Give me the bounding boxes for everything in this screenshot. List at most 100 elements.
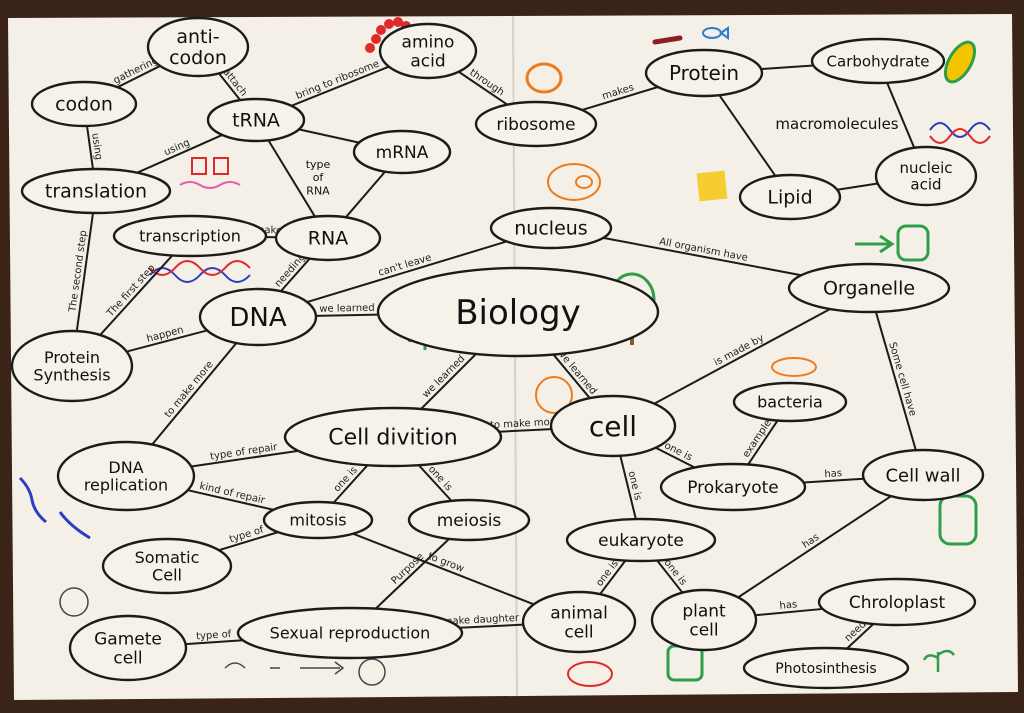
node-label: Biology — [455, 293, 581, 333]
node-outline — [521, 590, 637, 654]
edge-label: has — [824, 468, 842, 480]
node-mrna: mRNA — [352, 129, 452, 175]
node-label: mitosis — [289, 511, 346, 530]
edge-organelle-cell_wall — [874, 311, 917, 451]
ribosome-doodle-icon — [525, 62, 563, 94]
node-outline — [407, 498, 531, 542]
edge-sexual_reproduction-animal_cell — [459, 623, 524, 629]
node-label: transcription — [139, 227, 241, 246]
edge-cell_division-cell — [499, 428, 552, 433]
node-outline — [262, 500, 374, 540]
edge-eukaryote-animal_cell — [599, 559, 627, 595]
node-label: Lipid — [767, 187, 812, 209]
node-outline — [236, 606, 464, 660]
node-outline — [352, 129, 452, 175]
node-outline — [56, 440, 196, 512]
edge-cell_division-dna_replication — [191, 449, 299, 468]
node-mitosis: mitosis — [262, 500, 374, 540]
chloroplast-icon — [896, 224, 930, 262]
edge-rna-dna — [280, 257, 311, 292]
node-label: RNA — [308, 228, 348, 250]
node-label: Cell divition — [328, 426, 457, 451]
edge-label: make daughter cell — [442, 612, 539, 628]
node-bacteria: bacteria — [732, 381, 848, 423]
node-ribosome: ribosome — [474, 100, 598, 148]
nucleus-dot-icon — [575, 175, 593, 189]
edge-protein-lipid — [718, 94, 777, 177]
node-cell: cell — [549, 394, 677, 458]
edge-biology-cell_division — [420, 353, 477, 410]
edges-layer — [75, 64, 917, 650]
node-outline — [378, 22, 478, 80]
edge-dna-dna_replication — [151, 342, 238, 446]
node-outline — [817, 577, 977, 627]
corn-icon — [943, 40, 977, 84]
free-text-macromolecules: macromolecules — [775, 115, 898, 133]
node-label: DNA — [229, 303, 286, 333]
edge-plant_cell-chloroplast — [755, 607, 823, 617]
edge-protein-carbohydrate — [761, 64, 814, 71]
node-label: mRNA — [376, 143, 429, 163]
node-outline — [146, 16, 250, 78]
edge-eukaryote-plant_cell — [656, 559, 684, 594]
node-outline — [787, 262, 951, 314]
node-label: codon — [55, 94, 113, 116]
edge-dna-protein_synthesis — [126, 329, 208, 353]
node-nucleus: nucleus — [489, 206, 613, 250]
edge-nucleus-organelle — [603, 236, 802, 277]
dna-helix-icon — [929, 122, 991, 138]
zygote-icon — [358, 658, 386, 686]
node-label: translation — [45, 181, 147, 203]
node-label: nucleus — [514, 218, 587, 240]
mrna-strand-icon — [179, 181, 241, 189]
edge-transcription-protein_synthesis — [99, 254, 174, 336]
node-outline — [198, 287, 318, 347]
bone-icon — [652, 35, 683, 45]
node-outline — [206, 97, 306, 143]
edge-organelle-cell — [653, 308, 831, 405]
node-chloroplast: Chroloplast — [817, 577, 977, 627]
node-label: ribosome — [496, 115, 575, 135]
edge-trna-mrna — [298, 128, 360, 144]
node-dna: DNA — [198, 287, 318, 347]
node-cell-division: Cell divition — [283, 406, 503, 468]
node-outline — [810, 37, 946, 85]
edge-label: using — [89, 132, 104, 160]
lipid-cube-icon — [696, 170, 728, 202]
edge-cell_division-meiosis — [418, 464, 453, 502]
node-outline — [732, 381, 848, 423]
node-label: eukaryote — [598, 531, 684, 551]
node-outline — [650, 588, 758, 652]
node-outline — [10, 329, 134, 403]
arrow-icon — [855, 234, 895, 254]
edge-trna-translation — [136, 134, 223, 174]
node-outline — [874, 145, 978, 207]
edge-cell_division-mitosis — [332, 464, 369, 504]
node-label: cell — [589, 410, 637, 443]
node-photosynthesis: Photosinthesis — [742, 646, 910, 690]
dna-helix-icon — [18, 476, 47, 524]
edge-prokaryote-cell_wall — [803, 477, 864, 484]
node-label: bacteria — [757, 393, 823, 412]
edge-meiosis-sexual_reproduction — [374, 538, 450, 610]
node-outline — [644, 48, 764, 98]
cell-icon — [547, 163, 601, 201]
edge-lipid-nucleic_acid — [837, 182, 878, 191]
edge-trna-amino_acid — [291, 65, 390, 107]
edge-label: we learned — [319, 303, 375, 315]
node-trna: tRNA — [206, 97, 306, 143]
bacteria-icon — [771, 357, 817, 377]
node-rna: RNA — [274, 214, 382, 262]
node-label: Photosinthesis — [775, 661, 876, 677]
